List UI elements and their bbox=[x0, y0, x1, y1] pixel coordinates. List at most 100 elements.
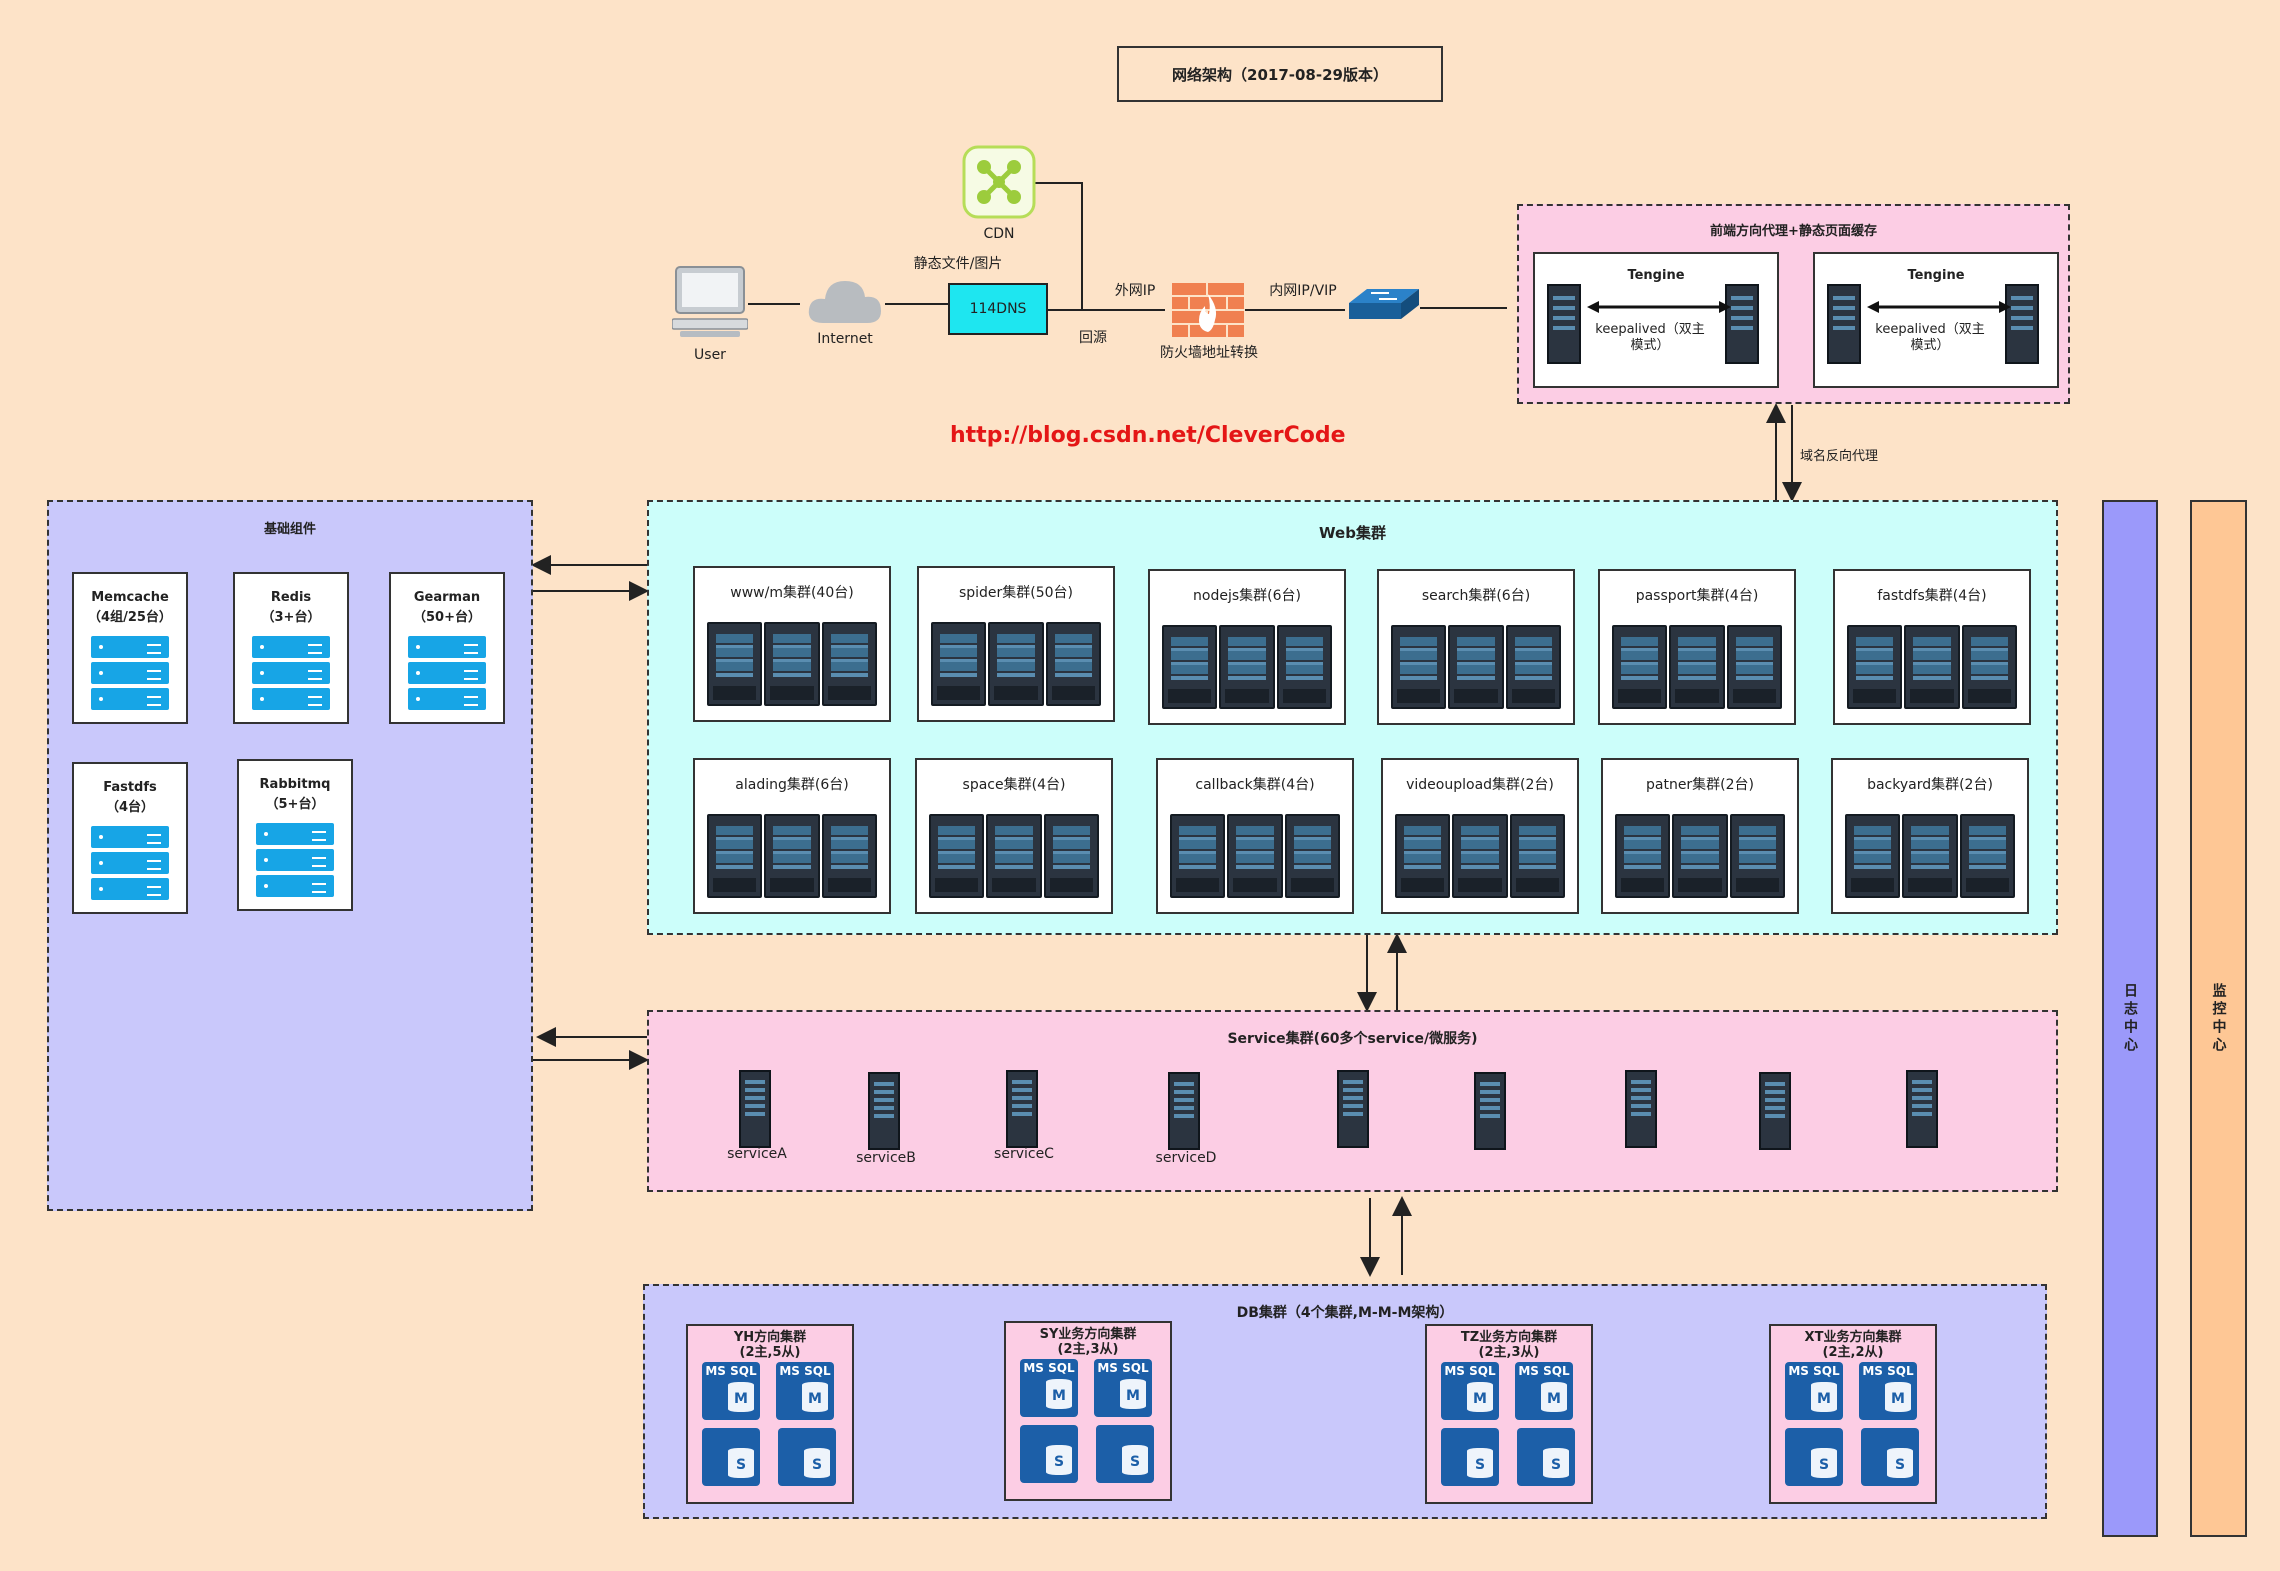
master-marker: M bbox=[800, 1380, 830, 1414]
service-label: serviceA bbox=[727, 1146, 787, 1162]
web-cluster-card: callback集群(4台) bbox=[1156, 758, 1354, 914]
web-cluster-card: nodejs集群(6台) bbox=[1148, 569, 1346, 725]
service-title: Service集群(60多个service/微服务) bbox=[1227, 1031, 1478, 1047]
server-rack-icon bbox=[1227, 814, 1283, 898]
server-rack-icon bbox=[1045, 622, 1101, 706]
slave-db-icon: S bbox=[702, 1428, 760, 1486]
tengine-left-server-a bbox=[1547, 284, 1581, 364]
server-rack-icon bbox=[1509, 814, 1565, 898]
master-marker: M bbox=[1118, 1377, 1148, 1411]
web-cluster-label: www/m集群(40台) bbox=[730, 585, 854, 601]
master-marker: M bbox=[1539, 1380, 1569, 1414]
component-name: Gearman bbox=[413, 590, 481, 605]
db-cluster-name: XT业务方向集群 bbox=[1804, 1330, 1902, 1345]
web-cluster-card: backyard集群(2台) bbox=[1831, 758, 2029, 914]
web-cluster-card: fastdfs集群(4台) bbox=[1833, 569, 2031, 725]
web-cluster-label: backyard集群(2台) bbox=[1867, 777, 1993, 793]
db-cluster-name: SY业务方向集群 bbox=[1039, 1327, 1137, 1342]
server-rack-icon bbox=[1672, 814, 1728, 898]
tengine-left-label: Tengine bbox=[1627, 268, 1685, 283]
web-title: Web集群 bbox=[1319, 524, 1386, 542]
ms-sql-label: MS SQL bbox=[1097, 1361, 1149, 1375]
user-label: User bbox=[694, 347, 726, 363]
blog-url[interactable]: http://blog.csdn.net/CleverCode bbox=[950, 423, 1346, 448]
server-rack-icon bbox=[1669, 625, 1725, 709]
server-rack-icon bbox=[1959, 814, 2015, 898]
service-server-icon bbox=[1759, 1072, 1791, 1150]
service-label: serviceC bbox=[994, 1146, 1054, 1162]
server-rack-icon bbox=[1902, 814, 1958, 898]
server-rack-icon bbox=[1170, 814, 1226, 898]
web-cluster-card: spider集群(50台) bbox=[917, 566, 1115, 722]
slave-marker: S bbox=[1044, 1443, 1074, 1477]
static-files-label: 静态文件/图片 bbox=[913, 256, 1003, 272]
ms-sql-label: MS SQL bbox=[1862, 1364, 1914, 1378]
server-rack-group bbox=[1847, 625, 2017, 709]
server-rack-icon bbox=[1729, 814, 1785, 898]
master-db-icon: MS SQL M bbox=[1515, 1362, 1573, 1420]
slave-marker: S bbox=[726, 1446, 756, 1480]
cdn-icon bbox=[962, 145, 1036, 219]
ms-sql-label: MS SQL bbox=[1023, 1361, 1075, 1375]
web-cluster-label: alading集群(6台) bbox=[735, 777, 849, 793]
server-rack-icon bbox=[1845, 814, 1901, 898]
double-arrow-icon bbox=[1587, 301, 1731, 313]
ms-sql-label: MS SQL bbox=[705, 1364, 757, 1378]
service-server-icon bbox=[1625, 1070, 1657, 1148]
db-cluster-title: TZ业务方向集群(2主,3从) bbox=[1427, 1330, 1591, 1360]
ms-sql-label: MS SQL bbox=[1518, 1364, 1570, 1378]
server-rack-icon bbox=[707, 622, 763, 706]
server-rack-icon bbox=[1391, 625, 1447, 709]
master-marker: M bbox=[1883, 1380, 1913, 1414]
server-rack-icon bbox=[1452, 814, 1508, 898]
master-db-icon: MS SQL M bbox=[1094, 1359, 1152, 1417]
master-marker: M bbox=[1465, 1380, 1495, 1414]
base-component-card: Gearman （50+台） bbox=[389, 572, 505, 724]
server-rack-icon bbox=[1395, 814, 1451, 898]
diagram-title: 网络架构（2017-08-29版本） bbox=[1117, 46, 1443, 102]
server-rack-icon bbox=[1961, 625, 2017, 709]
server-rack-icon bbox=[1043, 814, 1099, 898]
component-name: Redis bbox=[270, 590, 312, 605]
ms-sql-label: MS SQL bbox=[779, 1364, 831, 1378]
server-slab-icon bbox=[408, 688, 486, 710]
outer-ip-label: 外网IP bbox=[1114, 283, 1156, 299]
inner-ip-label: 内网IP/VIP bbox=[1269, 283, 1337, 299]
server-rack-icon bbox=[764, 622, 820, 706]
server-rack-icon bbox=[1505, 625, 1561, 709]
base-component-card: Fastdfs（4台） bbox=[72, 762, 188, 914]
server-rack-group bbox=[1391, 625, 1561, 709]
component-name: Rabbitmq bbox=[259, 777, 331, 792]
proxy-region: 前端方向代理+静态页面缓存 Tengine keepalived（双主模式） T… bbox=[1517, 204, 2070, 404]
service-label: serviceB bbox=[856, 1150, 916, 1166]
server-rack-icon bbox=[1612, 625, 1668, 709]
server-slab-icon bbox=[252, 636, 330, 658]
db-cluster-title: SY业务方向集群(2主,3从) bbox=[1006, 1327, 1170, 1357]
server-rack-icon bbox=[1847, 625, 1903, 709]
server-slab-icon bbox=[408, 636, 486, 658]
server-rack-icon bbox=[1726, 625, 1782, 709]
slave-marker: S bbox=[1885, 1446, 1915, 1480]
db-cluster-count: (2主,3从) bbox=[1057, 1342, 1119, 1357]
base-title: 基础组件 bbox=[263, 522, 316, 537]
server-rack-icon bbox=[1904, 625, 1960, 709]
slave-marker: S bbox=[1465, 1446, 1495, 1480]
tengine-group-left: Tengine keepalived（双主模式） bbox=[1533, 252, 1779, 388]
db-cluster-count: (2主,5从) bbox=[739, 1345, 801, 1360]
server-rack-icon bbox=[764, 814, 820, 898]
server-slab-icon bbox=[91, 662, 169, 684]
server-rack-icon bbox=[821, 622, 877, 706]
domain-proxy-label: 域名反向代理 bbox=[1800, 449, 1879, 464]
master-marker: M bbox=[1044, 1377, 1074, 1411]
slave-db-icon: S bbox=[1441, 1428, 1499, 1486]
component-name: Memcache bbox=[91, 590, 169, 605]
web-cluster-card: videoupload集群(2台) bbox=[1381, 758, 1579, 914]
component-count: （50+台） bbox=[413, 610, 481, 625]
slave-db-icon: S bbox=[1785, 1428, 1843, 1486]
slave-marker: S bbox=[802, 1446, 832, 1480]
server-slab-icon bbox=[256, 875, 334, 897]
component-count: （5+台） bbox=[265, 797, 325, 812]
slave-db-icon: S bbox=[1096, 1425, 1154, 1483]
